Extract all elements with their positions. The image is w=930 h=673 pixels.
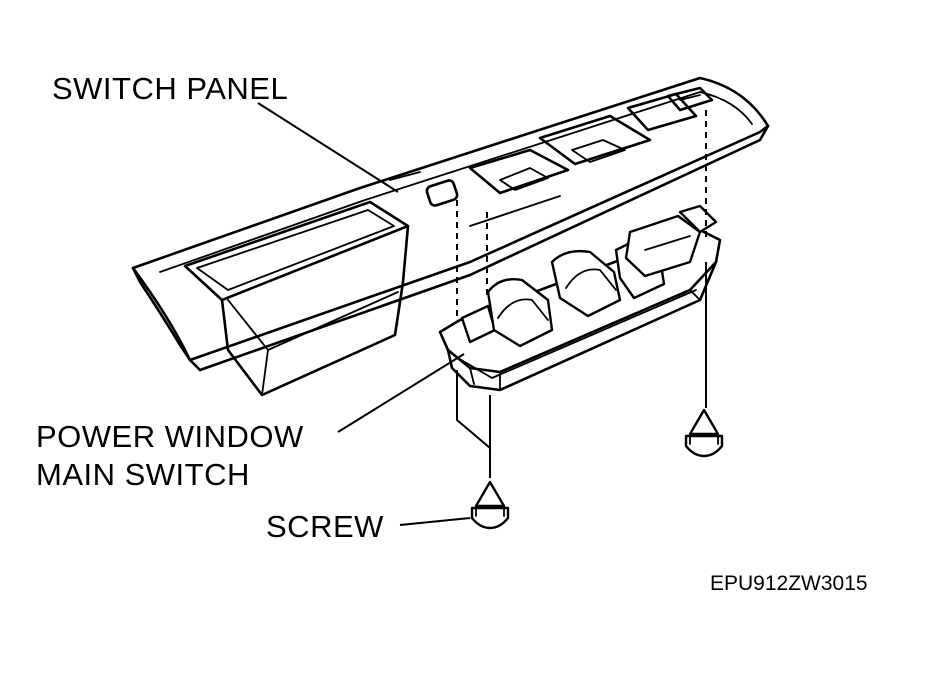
switch-panel-part bbox=[131, 76, 770, 397]
switch-panel-label: SWITCH PANEL bbox=[52, 71, 289, 106]
power-window-label-line2: MAIN SWITCH bbox=[36, 457, 250, 492]
figure-code: EPU912ZW3015 bbox=[710, 572, 868, 595]
power-window-label-line1: POWER WINDOW bbox=[36, 419, 304, 454]
leader-lines bbox=[257, 102, 471, 526]
screw-right-part bbox=[684, 408, 724, 458]
screw-label: SCREW bbox=[266, 509, 384, 544]
screw-left-part bbox=[470, 480, 510, 530]
alignment-lines bbox=[456, 110, 707, 478]
power-window-main-switch-part bbox=[438, 204, 722, 392]
